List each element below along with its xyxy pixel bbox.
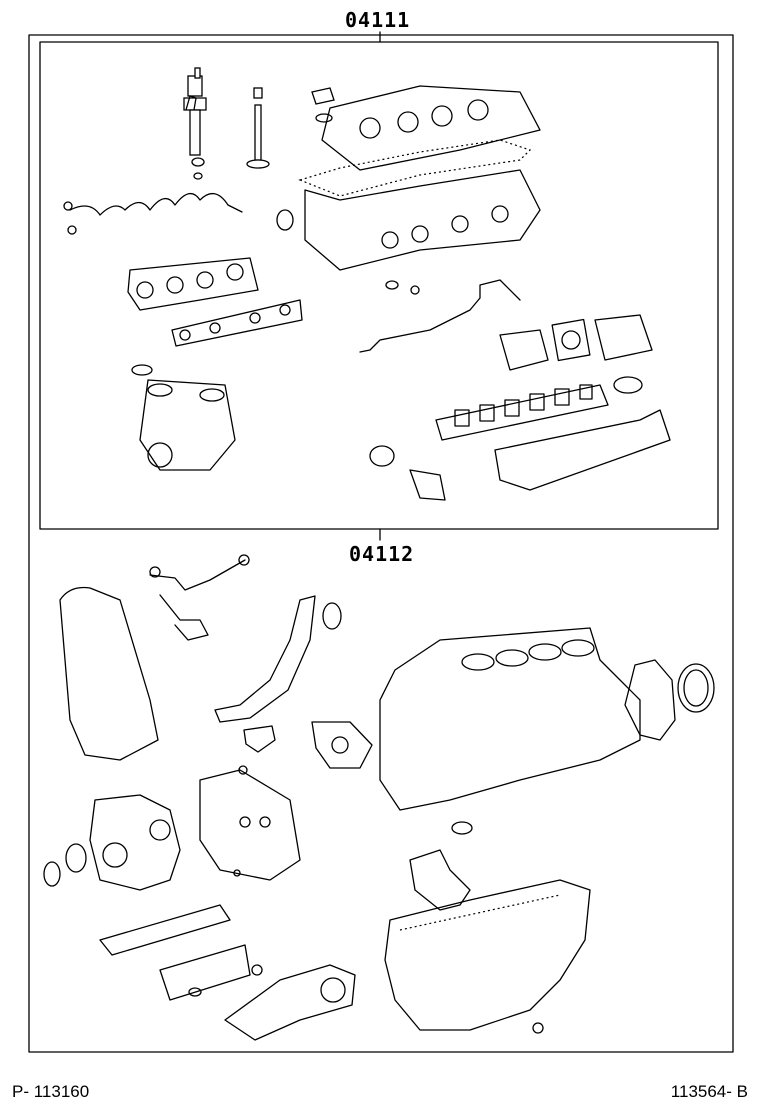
injector-part	[183, 67, 207, 180]
upper-kit-frame	[39, 41, 719, 530]
cylinder-block	[379, 627, 641, 811]
oil-cooler-gasket	[99, 904, 231, 956]
turbocharger	[139, 379, 236, 471]
thermostat-housing	[594, 314, 653, 361]
timing-belt-cover	[59, 586, 159, 761]
valve-part	[246, 87, 270, 169]
sensor-wire	[359, 279, 521, 353]
cylinder-head	[304, 169, 541, 271]
valve-cover-gasket	[321, 85, 541, 171]
glow-plug-wire	[69, 193, 243, 216]
water-outlet	[499, 329, 549, 371]
oil-pump-housing	[224, 964, 356, 1041]
oil-pipe	[149, 559, 246, 591]
upper-kit-label: 04111	[345, 8, 411, 32]
footer-right-code: 113564- B	[670, 1082, 748, 1101]
lower-kit-label: 04112	[349, 542, 415, 566]
timing-cover-inner	[199, 769, 301, 881]
water-pump-gasket	[311, 721, 373, 769]
exhaust-manifold	[127, 257, 259, 311]
exhaust-gasket	[171, 299, 303, 347]
intake-manifold	[494, 409, 671, 491]
water-pipe	[214, 595, 316, 723]
cam-seal	[276, 209, 294, 231]
oil-filler-cap	[311, 87, 335, 123]
oil-pan	[384, 879, 591, 1031]
oil-strainer	[409, 849, 471, 911]
outer-frame	[28, 34, 734, 1053]
intake-gasket	[435, 384, 609, 441]
timing-cover-outer	[89, 794, 181, 891]
rear-oil-seal-retainer	[624, 659, 676, 741]
footer-left-code: P- 113160	[12, 1082, 90, 1101]
oil-cooler	[159, 944, 251, 1001]
